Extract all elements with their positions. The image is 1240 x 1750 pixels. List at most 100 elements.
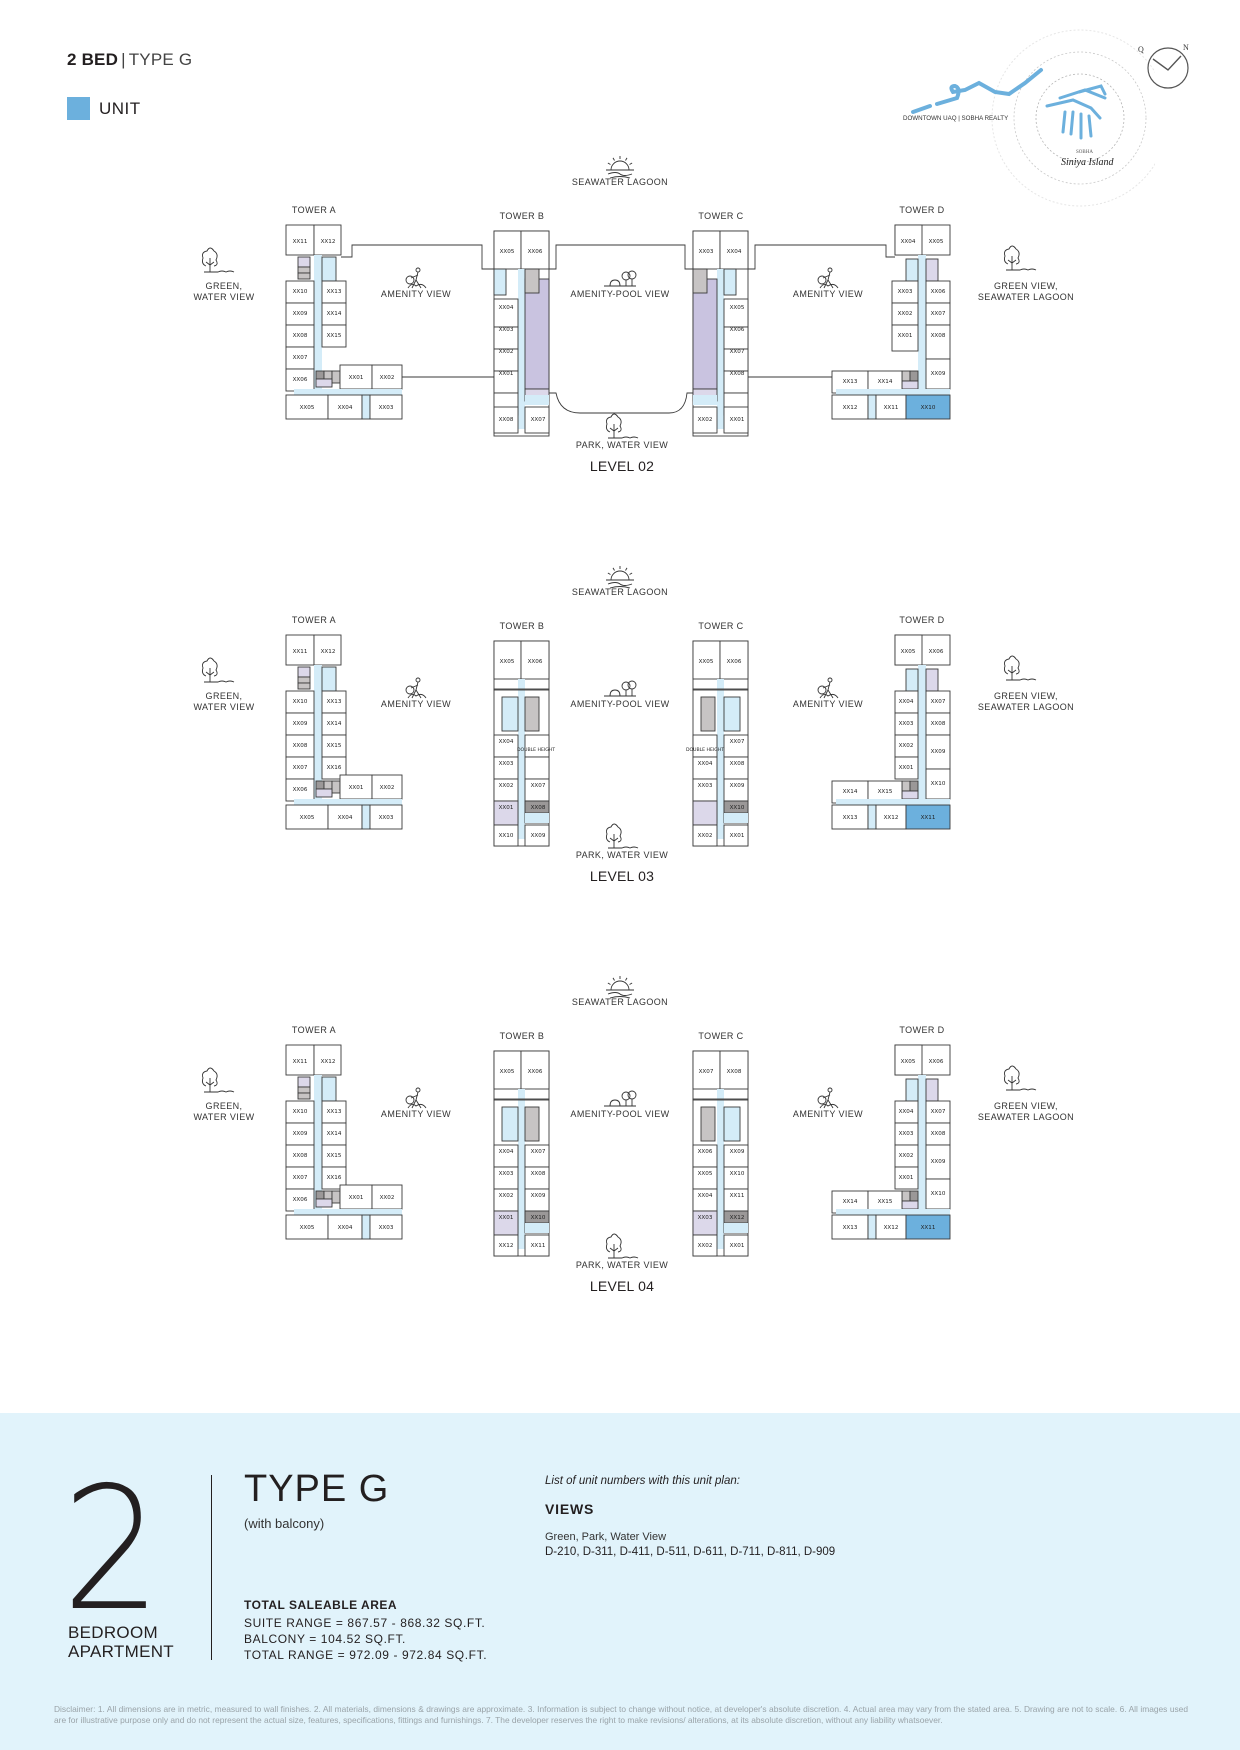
unit-label: XX02 — [698, 417, 713, 423]
unit-cell — [692, 406, 718, 434]
seawater-lagoon-label: SEAWATER LAGOON — [571, 177, 669, 187]
unit-label: XX10 — [931, 781, 946, 787]
unit-label: XX12 — [843, 405, 858, 411]
unit-label: XX06 — [931, 289, 946, 295]
unit-label: XX02 — [499, 783, 514, 789]
views-text: Green, Park, Water View — [545, 1531, 667, 1543]
park-water-view-icon — [605, 413, 639, 439]
level-title: LEVEL 03 — [589, 868, 655, 884]
divider — [692, 688, 749, 691]
coastline-shape — [911, 68, 1043, 114]
amenity-pool-icon — [604, 680, 637, 697]
unit-label: XX06 — [528, 659, 543, 665]
level-title: LEVEL 04 — [589, 1278, 655, 1294]
park-water-view-icon — [605, 1233, 639, 1259]
unit-label: XX02 — [698, 1243, 713, 1249]
core-stair — [297, 682, 311, 690]
unit-label: XX02 — [899, 743, 914, 749]
unit-label: XX10 — [730, 805, 745, 811]
unit-cell — [925, 734, 951, 770]
unit-label: XX09 — [293, 1131, 308, 1137]
unit-label: XX07 — [730, 349, 745, 355]
unit-label: XX09 — [931, 749, 946, 755]
highlighted-unit — [905, 1214, 951, 1240]
unit-cell — [831, 804, 869, 830]
unit-label: XX04 — [338, 1225, 353, 1231]
core-stair — [524, 696, 540, 732]
unit-label: XX15 — [327, 333, 342, 339]
seawater-lagoon-icon — [606, 976, 634, 999]
unit-cell — [692, 734, 718, 758]
unit-label: XX13 — [843, 815, 858, 821]
views-heading: VIEWS — [545, 1501, 595, 1517]
unit-label: XX09 — [293, 721, 308, 727]
core-stair — [692, 268, 708, 294]
double-height-area — [524, 278, 550, 390]
unit-cell — [327, 394, 363, 420]
unit-cell — [723, 406, 749, 434]
unit-label: XX09 — [730, 783, 745, 789]
green-seawater-view-icon — [1003, 1065, 1037, 1091]
unit-label: XX01 — [349, 785, 364, 791]
highlighted-unit-label: XX10 — [921, 405, 936, 411]
core-block — [909, 370, 919, 382]
amenity-icon — [817, 1087, 839, 1109]
corridor — [294, 799, 402, 805]
unit-label: XX15 — [878, 789, 893, 795]
unit-label: XX03 — [379, 1225, 394, 1231]
unit-label: XX01 — [499, 805, 514, 811]
podium-outline — [549, 244, 693, 270]
unit-cell — [692, 640, 721, 680]
unit-label: XX07 — [293, 765, 308, 771]
core-block — [909, 1190, 919, 1202]
corridor — [318, 257, 322, 407]
unit-label: XX09 — [730, 1149, 745, 1155]
unit-cell — [894, 634, 923, 666]
unit-legend-swatch — [67, 97, 90, 120]
unit-label: XX11 — [884, 405, 899, 411]
corridor — [724, 813, 748, 823]
core-stair — [925, 258, 939, 282]
lift-lobby — [501, 696, 519, 732]
highlighted-unit — [905, 804, 951, 830]
unit-label: XX07 — [730, 739, 745, 745]
left-view-label: GREEN,WATER VIEW — [193, 281, 255, 302]
core-stair — [297, 666, 311, 678]
unit-label: XX12 — [730, 1215, 745, 1221]
unit-cell — [285, 224, 315, 256]
unit-label: XX06 — [293, 787, 308, 793]
unit-cell — [875, 1214, 907, 1240]
core-block — [315, 378, 333, 388]
unit-label: XX06 — [727, 659, 742, 665]
tower-d-label: TOWER D — [899, 205, 945, 215]
legend: UNIT — [67, 97, 141, 120]
unit-label: XX14 — [843, 789, 858, 795]
bedroom-label-line1: BEDROOM — [68, 1623, 158, 1642]
highlighted-unit — [905, 394, 951, 420]
unit-label: XX16 — [327, 1175, 342, 1181]
unit-label: XX03 — [899, 721, 914, 727]
amenity-icon — [405, 677, 427, 699]
podium-outline — [748, 244, 895, 270]
type-title: TYPE G — [244, 1468, 390, 1510]
unit-label: XX03 — [899, 1131, 914, 1137]
left-view-label: GREEN,WATER VIEW — [193, 1101, 255, 1122]
unit-label: XX08 — [931, 721, 946, 727]
unit-cell — [894, 224, 923, 256]
unit-label: XX09 — [531, 833, 546, 839]
core-block — [901, 790, 919, 800]
core-block — [315, 370, 325, 380]
unit-label: XX16 — [327, 765, 342, 771]
unit-label: XX14 — [327, 311, 342, 317]
unit-label: XX05 — [699, 659, 714, 665]
unit-label: XX04 — [899, 1109, 914, 1115]
unit-cell — [894, 1044, 923, 1076]
corridor — [717, 269, 724, 429]
amenity-icon — [817, 677, 839, 699]
amenity-pool-view-label: AMENITY-POOL VIEW — [570, 1109, 670, 1119]
core-block — [315, 780, 325, 790]
